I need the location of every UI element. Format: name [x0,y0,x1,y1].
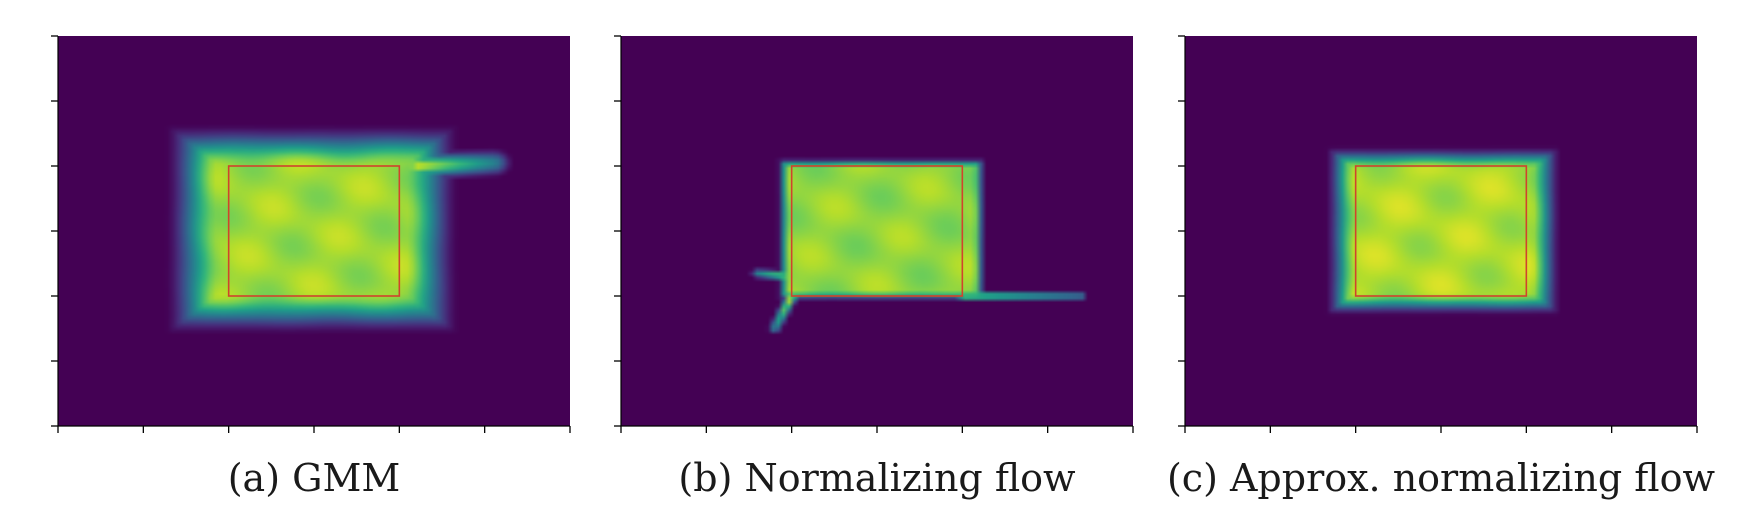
caption-normalizing-flow: (b) Normalizing flow [678,456,1076,500]
caption-gmm: (a) GMM [228,456,401,500]
heatmap-plot-area [51,35,571,433]
target-box [227,165,401,297]
target-box [1354,165,1528,297]
panel-approx-normalizing-flow: (c) Approx. normalizing flow [1167,35,1716,500]
target-box [790,165,964,297]
density-heatmap [621,36,1133,426]
panel-gmm: (a) GMM [51,35,571,500]
density-heatmap [58,36,570,426]
caption-approx-normalizing-flow: (c) Approx. normalizing flow [1167,456,1716,500]
panel-normalizing-flow: (b) Normalizing flow [614,35,1134,500]
heatmap-plot-area [1178,35,1698,433]
density-heatmap [1185,36,1697,426]
heatmap-plot-area [614,35,1134,433]
